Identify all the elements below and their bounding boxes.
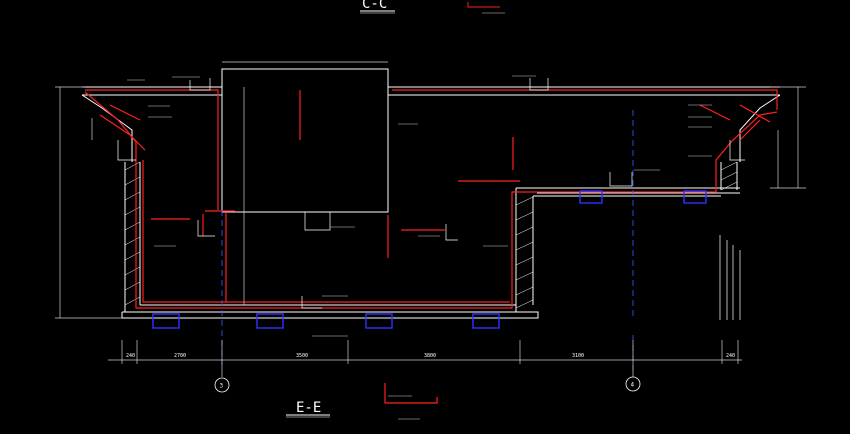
axis-bubble-4: 4 bbox=[625, 364, 641, 392]
bottom-section-title: E-E bbox=[286, 400, 330, 418]
dim-text-4: 3800 bbox=[424, 353, 436, 359]
annotation-leaders bbox=[127, 75, 712, 420]
blue-support-marks bbox=[152, 190, 707, 329]
bottom-dimension-chain bbox=[108, 340, 742, 364]
dim-text-3: 3500 bbox=[296, 353, 308, 359]
section-title-c-c: C-C bbox=[362, 0, 387, 12]
top-section-title: C-C bbox=[360, 0, 395, 14]
concrete-outline bbox=[81, 68, 781, 319]
axis-label-4: 4 bbox=[631, 382, 635, 389]
axis-label-3: 3 bbox=[220, 383, 224, 390]
dim-text-6: 240 bbox=[726, 353, 735, 359]
dim-text-5: 3100 bbox=[572, 353, 584, 359]
right-outer-lines bbox=[719, 235, 741, 320]
callout-brackets bbox=[117, 78, 745, 309]
side-dimensions bbox=[55, 61, 806, 319]
dim-text-1: 240 bbox=[126, 353, 135, 359]
section-title-e-e: E-E bbox=[296, 400, 321, 416]
axis-bubble-3: 3 bbox=[214, 364, 230, 393]
dim-text-2: 2700 bbox=[174, 353, 186, 359]
bottom-dimension-texts: 240 2700 3500 3800 3100 240 bbox=[126, 353, 735, 359]
center-lines bbox=[221, 110, 634, 372]
rebar-lines bbox=[84, 89, 778, 309]
wall-hatching bbox=[124, 161, 738, 309]
top-red-marker bbox=[467, 2, 505, 14]
bottom-red-marker bbox=[384, 383, 438, 404]
